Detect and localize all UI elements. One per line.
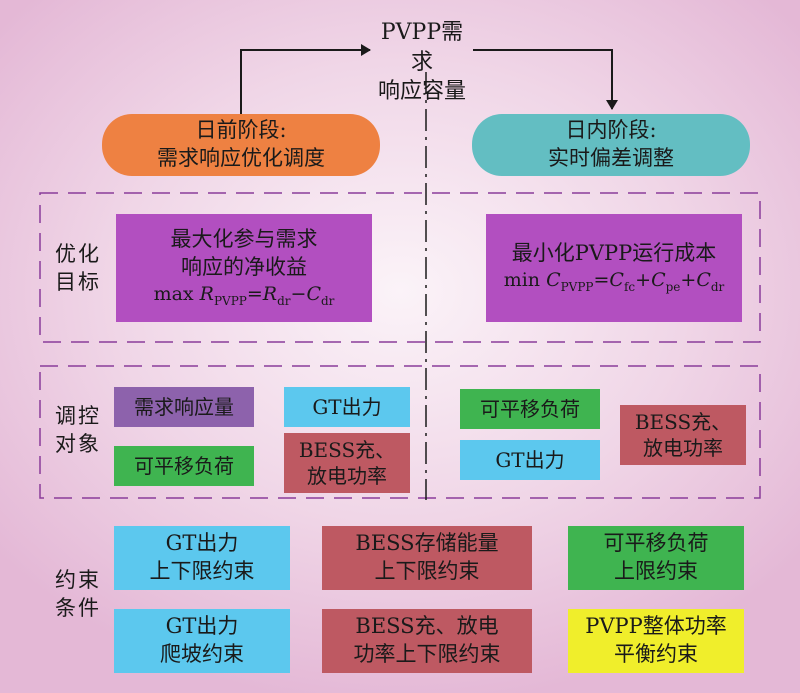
control-left-bess-line2: 放电功率 (307, 464, 387, 488)
constraint-bess-energy: BESS存储能量 上下限约束 (322, 526, 532, 590)
control-left-shiftable-load: 可平移负荷 (114, 446, 254, 486)
control-left-bess-line1: BESS充、 (298, 437, 396, 462)
objective-label: 优化 目标 (48, 240, 108, 297)
constraint-bess-power: BESS充、放电 功率上下限约束 (322, 609, 532, 673)
control-left-dr-capacity: 需求响应量 (114, 387, 254, 427)
constraint-pvpp-balance: PVPP整体功率 平衡约束 (568, 609, 744, 673)
control-label: 调控 对象 (48, 402, 108, 459)
arrow-day-ahead-to-capacity (240, 44, 371, 114)
objective-left-formula: max RPVPP=Rdr−Cdr (153, 282, 335, 308)
intraday-line1: 日内阶段: (565, 118, 657, 143)
constraint-bess-power-line1: BESS充、放电 (355, 614, 499, 639)
objective-right-line1: 最小化PVPP运行成本 (511, 241, 717, 266)
pvpp-capacity-line1: PVPP需求 (380, 20, 464, 75)
objective-label-line2: 目标 (55, 270, 101, 295)
control-right-bess-line1: BESS充、 (634, 409, 732, 434)
control-label-line2: 对象 (55, 432, 101, 457)
control-label-line1: 调控 (55, 404, 101, 428)
constraint-gt-limit: GT出力 上下限约束 (114, 526, 290, 590)
constraint-gt-limit-line2: 上下限约束 (149, 559, 255, 583)
constraint-pvpp-balance-line1: PVPP整体功率 (585, 614, 727, 639)
constraint-shiftable-limit: 可平移负荷 上限约束 (568, 526, 744, 590)
objective-frame (39, 192, 761, 343)
constraint-pvpp-balance-line2: 平衡约束 (614, 642, 698, 666)
control-right-bess: BESS充、 放电功率 (620, 405, 746, 465)
constraint-bess-energy-line2: 上下限约束 (374, 559, 480, 583)
constraint-shiftable-limit-line1: 可平移负荷 (603, 531, 709, 556)
constraints-label: 约束 条件 (48, 566, 108, 623)
day-ahead-line1: 日前阶段: (195, 118, 287, 143)
objective-left-line1: 最大化参与需求 (170, 227, 318, 252)
constraint-gt-ramp-line1: GT出力 (165, 614, 239, 639)
constraint-gt-ramp: GT出力 爬坡约束 (114, 609, 290, 673)
control-frame (39, 365, 761, 499)
objective-right-box: 最小化PVPP运行成本 min CPVPP=Cfc+Cpe+Cdr (486, 214, 742, 322)
control-right-bess-line2: 放电功率 (643, 436, 723, 460)
control-left-gt-output: GT出力 (284, 387, 410, 427)
constraint-bess-power-line2: 功率上下限约束 (353, 642, 501, 666)
arrow-capacity-to-intraday (473, 49, 618, 110)
control-left-bess: BESS充、 放电功率 (284, 433, 410, 493)
control-right-gt-output: GT出力 (460, 440, 600, 480)
constraints-label-line2: 条件 (55, 596, 101, 621)
control-right-shiftable-load: 可平移负荷 (460, 389, 600, 429)
pvpp-capacity-title: PVPP需求 响应容量 (370, 18, 474, 107)
constraint-bess-energy-line1: BESS存储能量 (355, 531, 499, 556)
intraday-stage: 日内阶段: 实时偏差调整 (472, 114, 750, 176)
objective-right-formula: min CPVPP=Cfc+Cpe+Cdr (503, 269, 725, 294)
objective-left-line2: 响应的净收益 (181, 255, 307, 280)
constraint-gt-limit-line1: GT出力 (165, 531, 239, 556)
intraday-line2: 实时偏差调整 (548, 146, 674, 170)
constraints-label-line1: 约束 (55, 568, 101, 592)
day-ahead-stage: 日前阶段: 需求响应优化调度 (102, 114, 380, 176)
constraint-gt-ramp-line2: 爬坡约束 (160, 642, 244, 666)
day-ahead-line2: 需求响应优化调度 (157, 146, 325, 170)
constraint-shiftable-limit-line2: 上限约束 (614, 559, 698, 583)
objective-left-box: 最大化参与需求 响应的净收益 max RPVPP=Rdr−Cdr (116, 214, 372, 322)
objective-label-line1: 优化 (55, 242, 101, 266)
pvpp-capacity-line2: 响应容量 (377, 79, 466, 105)
